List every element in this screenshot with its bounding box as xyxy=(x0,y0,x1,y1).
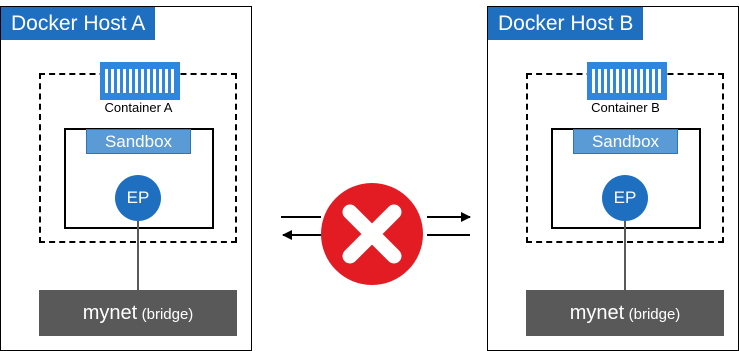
traffic-arrows xyxy=(281,212,471,240)
sandbox-b-label: Sandbox xyxy=(573,129,678,154)
sandbox-a-label: Sandbox xyxy=(86,129,191,154)
endpoint-a: EP xyxy=(115,175,161,221)
network-b: mynet (bridge) xyxy=(526,290,724,336)
network-b-name: mynet xyxy=(569,302,625,324)
network-a-name: mynet xyxy=(82,302,138,324)
host-b-title: Docker Host B xyxy=(488,7,644,40)
container-b-label: Container B xyxy=(591,100,660,115)
shipping-container-icon xyxy=(100,62,180,100)
network-b-type: (bridge) xyxy=(628,306,681,323)
endpoint-b: EP xyxy=(602,175,648,221)
docker-host-b: Docker Host B Container B Sandbox EP myn… xyxy=(487,6,739,351)
endpoint-b-link xyxy=(624,221,626,291)
network-a-type: (bridge) xyxy=(141,306,194,323)
shipping-container-icon xyxy=(587,62,667,100)
host-a-title: Docker Host A xyxy=(1,7,156,40)
endpoint-a-link xyxy=(137,221,139,291)
red-x-icon xyxy=(321,183,423,285)
network-a: mynet (bridge) xyxy=(39,290,237,336)
docker-host-a: Docker Host A Container A Sandbox EP myn… xyxy=(0,6,252,351)
container-a-label: Container A xyxy=(104,100,173,115)
